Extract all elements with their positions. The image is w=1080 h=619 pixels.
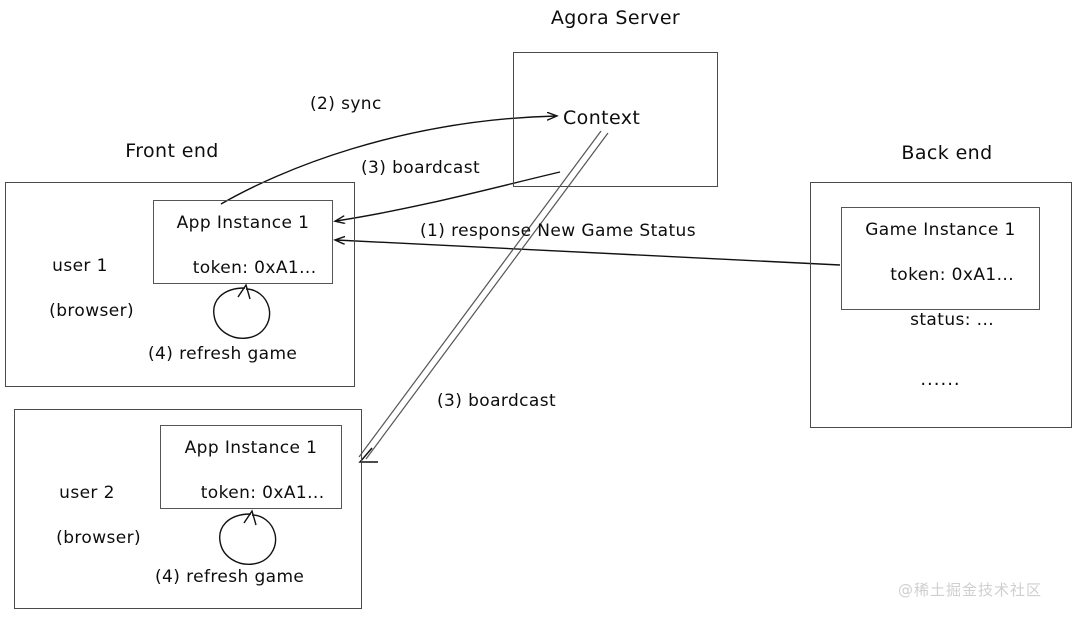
response-label: (1) response New Game Status xyxy=(420,221,696,241)
refresh-loop-user1 xyxy=(213,283,271,339)
user2-app-instance-token: token: 0xA1... xyxy=(200,482,325,503)
user2-app-instance-name: App Instance 1 xyxy=(184,438,318,458)
user1-label-line2: (browser) xyxy=(49,300,135,321)
user1-refresh-game-label: (4) refresh game xyxy=(148,344,298,364)
game-instance-status: status: ... xyxy=(910,309,995,330)
user1-browser-box xyxy=(5,182,355,387)
user2-label-line2: (browser) xyxy=(56,527,142,548)
broadcast-bottom-label: (3) boardcast xyxy=(437,391,557,411)
user2-refresh-game-label: (4) refresh game xyxy=(155,567,305,587)
front-end-title: Front end xyxy=(125,140,219,162)
broadcast-top-label: (3) boardcast xyxy=(361,158,481,178)
agora-server-title: Agora Server xyxy=(550,7,681,29)
user1-label-line1: user 1 xyxy=(52,256,108,276)
context-label: Context xyxy=(563,107,641,129)
back-end-box xyxy=(810,182,1072,428)
user1-label: user 1 (browser) xyxy=(10,255,150,322)
back-end-title: Back end xyxy=(901,142,993,164)
user2-browser-box xyxy=(14,409,362,609)
user2-app-instance-box xyxy=(160,425,342,509)
user1-app-instance-name: App Instance 1 xyxy=(176,213,310,233)
arrow-broadcast-bottom xyxy=(358,130,609,463)
watermark: @稀土掘金技术社区 xyxy=(898,581,1043,599)
refresh-loop-user2 xyxy=(219,509,277,565)
back-end-ellipsis: ...... xyxy=(920,369,961,390)
game-instance-name: Game Instance 1 xyxy=(865,220,1016,240)
user1-app-instance-token: token: 0xA1... xyxy=(192,257,317,278)
sync-label: (2) sync xyxy=(310,94,382,114)
game-instance-box xyxy=(841,207,1040,310)
arrow-sync xyxy=(220,116,556,205)
user1-app-instance-box xyxy=(153,200,333,284)
user2-app-instance-text: App Instance 1 token: 0xA1... xyxy=(160,437,342,504)
user2-label: user 2 (browser) xyxy=(17,482,157,549)
game-instance-text: Game Instance 1 token: 0xA1... status: .… xyxy=(841,219,1040,331)
user1-app-instance-text: App Instance 1 token: 0xA1... xyxy=(153,212,333,279)
user2-label-line1: user 2 xyxy=(59,483,115,503)
arrow-broadcast-top xyxy=(336,171,561,221)
agora-server-box xyxy=(513,52,718,187)
game-instance-token: token: 0xA1... xyxy=(890,264,1015,285)
arrow-response xyxy=(336,240,841,266)
